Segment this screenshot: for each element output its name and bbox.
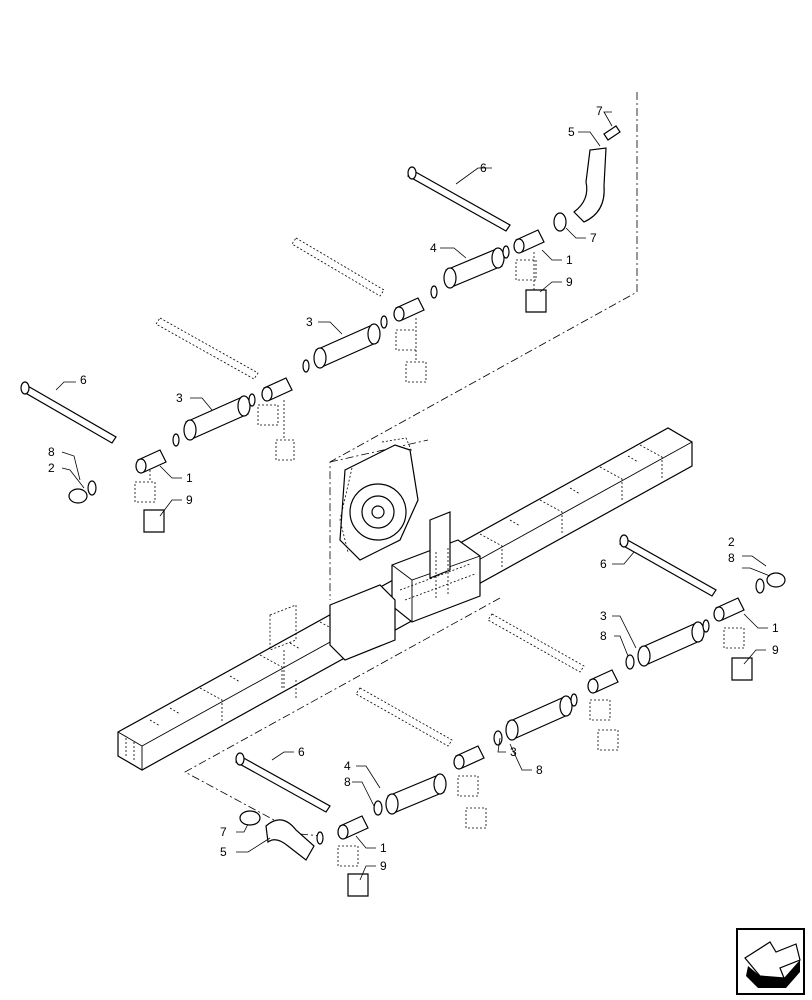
callout-8: 8 bbox=[344, 775, 351, 789]
callout-2: 2 bbox=[48, 461, 55, 475]
callout-9: 9 bbox=[380, 859, 387, 873]
callout-6: 6 bbox=[600, 557, 607, 571]
callout-7: 7 bbox=[596, 104, 603, 118]
callout-8: 8 bbox=[600, 629, 607, 643]
callout-9: 9 bbox=[772, 643, 779, 657]
leader-lines bbox=[55, 111, 771, 881]
previous-page-arrow-icon[interactable] bbox=[736, 928, 805, 995]
callout-4: 4 bbox=[430, 241, 437, 255]
callout-9: 9 bbox=[186, 493, 193, 507]
assembly-boundary-lines bbox=[184, 92, 638, 837]
callout-3: 3 bbox=[600, 609, 607, 623]
callout-8: 8 bbox=[536, 763, 543, 777]
callout-3: 3 bbox=[510, 745, 517, 759]
callout-6: 6 bbox=[480, 161, 487, 175]
callout-3: 3 bbox=[306, 315, 313, 329]
lower-tube-group bbox=[235, 534, 786, 897]
callout-9: 9 bbox=[566, 275, 573, 289]
callout-3: 3 bbox=[176, 391, 183, 405]
callout-6: 6 bbox=[80, 373, 87, 387]
callout-5: 5 bbox=[220, 845, 227, 859]
callout-2: 2 bbox=[728, 535, 735, 549]
callout-labels: 7 5 6 7 4 1 9 3 6 3 8 2 1 9 2 8 6 3 1 8 … bbox=[48, 104, 779, 873]
callout-8: 8 bbox=[48, 445, 55, 459]
callout-8: 8 bbox=[728, 551, 735, 565]
callout-5: 5 bbox=[568, 125, 575, 139]
callout-7: 7 bbox=[590, 231, 597, 245]
upper-tube-group bbox=[20, 125, 621, 533]
callout-1: 1 bbox=[186, 471, 193, 485]
callout-6: 6 bbox=[298, 745, 305, 759]
callout-1: 1 bbox=[380, 841, 387, 855]
callout-1: 1 bbox=[566, 253, 573, 267]
callout-1: 1 bbox=[772, 621, 779, 635]
callout-4: 4 bbox=[344, 759, 351, 773]
fan-assembly bbox=[269, 437, 481, 700]
callout-7: 7 bbox=[220, 825, 227, 839]
